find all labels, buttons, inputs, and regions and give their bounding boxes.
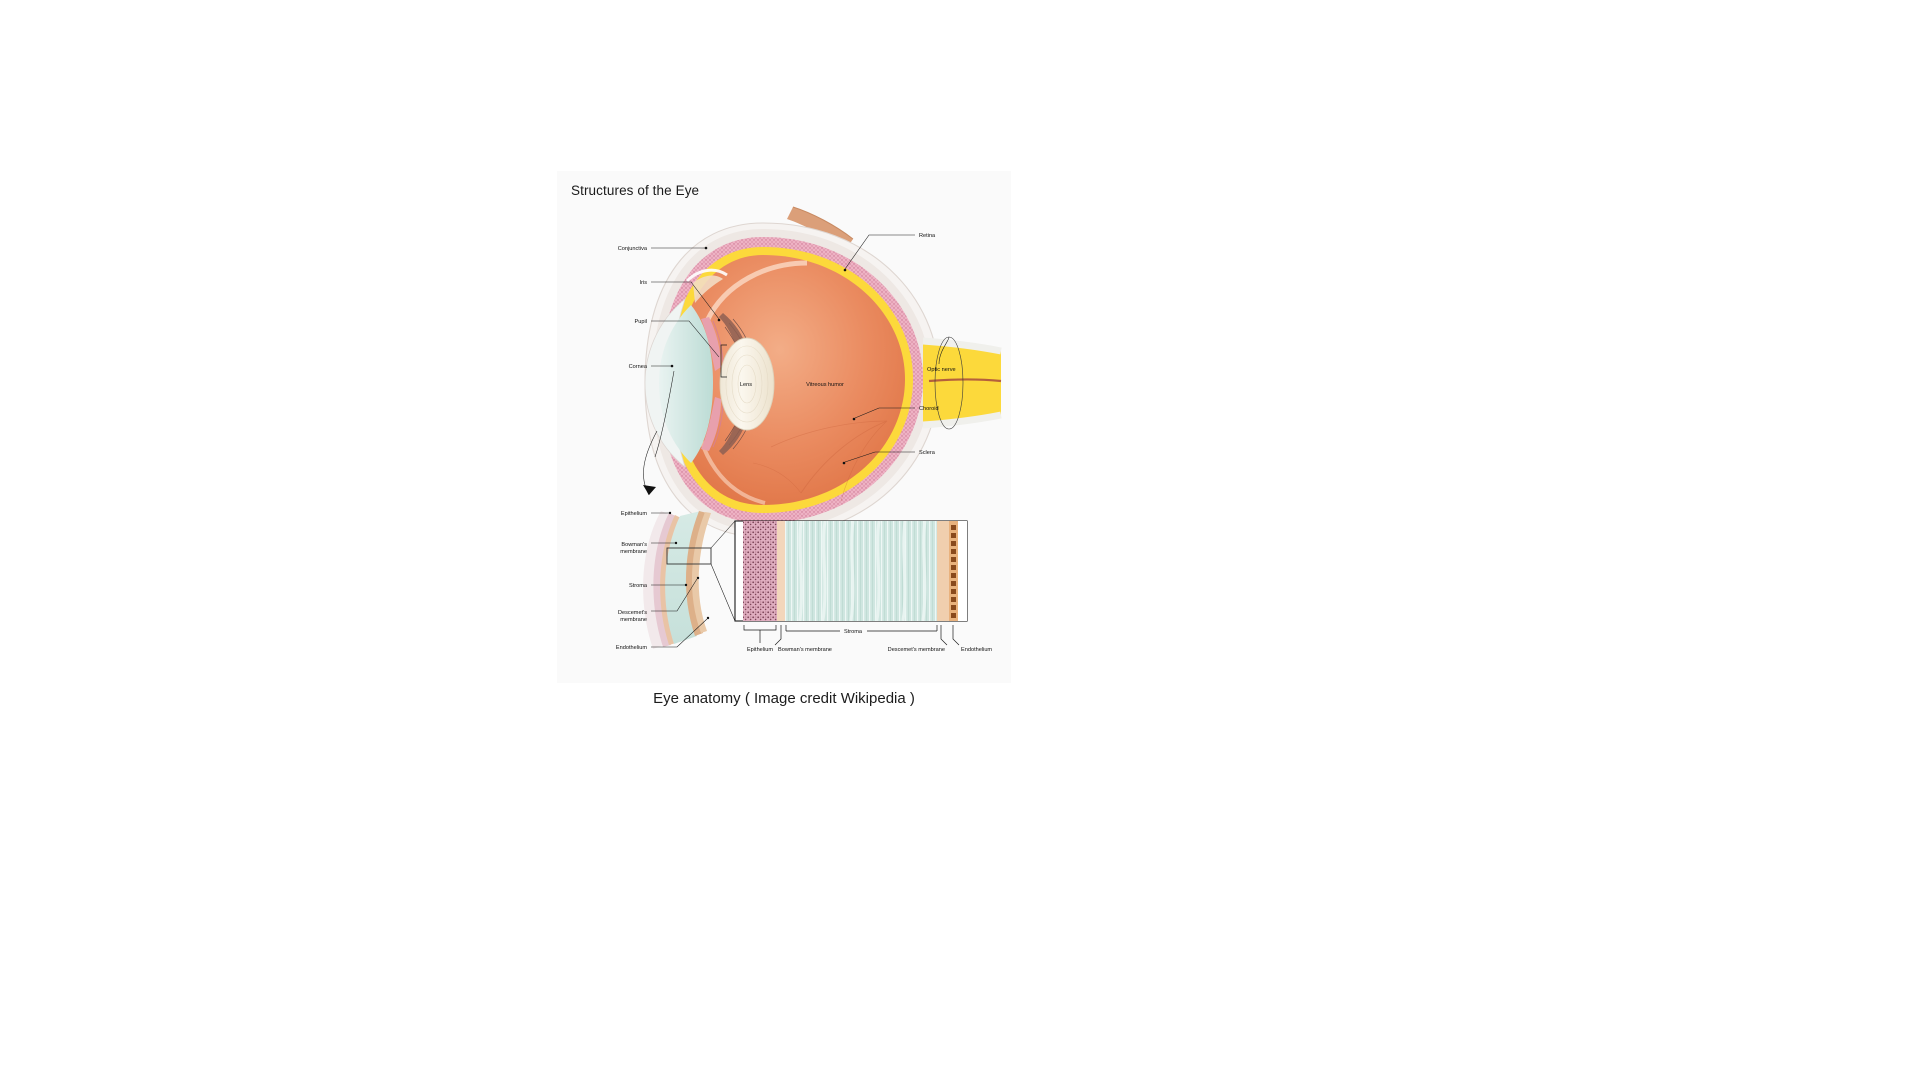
eye-globe-group: Conjunctiva Iris Pupil Cornea — [618, 206, 1002, 538]
svg-text:Stroma: Stroma — [844, 629, 863, 635]
optic-nerve-body — [923, 341, 1001, 425]
svg-text:Descemet's membrane: Descemet's membrane — [888, 647, 945, 653]
cornea-section-group: Stroma Epithelium Bowman's membrane Desc… — [616, 511, 992, 653]
mag-endothelium-leader — [952, 625, 960, 646]
mag-endothelium — [949, 521, 958, 621]
label-iris[interactable]: Iris — [640, 280, 721, 322]
anterior-chamber — [659, 305, 713, 463]
svg-text:Bowman's membrane: Bowman's membrane — [778, 647, 832, 653]
cornea-bowman-band — [660, 515, 681, 645]
cornea-descemet-band — [685, 511, 707, 636]
eye-anatomy-illustration: Conjunctiva Iris Pupil Cornea — [616, 206, 1002, 653]
label-epithelium[interactable]: Epithelium — [621, 511, 672, 517]
svg-text:Stroma: Stroma — [629, 583, 648, 589]
svg-text:membrane: membrane — [620, 617, 647, 623]
svg-text:Retina: Retina — [919, 233, 936, 239]
central-retinal-vessel — [928, 378, 1002, 383]
svg-text:Iris: Iris — [640, 280, 648, 286]
mag-stroma-span: Stroma — [785, 625, 938, 635]
vitreous-highlight — [704, 260, 808, 323]
label-endothelium[interactable]: Endothelium — [616, 616, 710, 651]
svg-text:Pupil: Pupil — [635, 319, 647, 325]
magnified-panel-content — [743, 521, 967, 621]
svg-text:Endothelium: Endothelium — [616, 645, 647, 651]
mag-bottom-labels: Epithelium Bowman's membrane Descemet's … — [747, 647, 992, 653]
zoom-arrow-head — [643, 485, 656, 495]
label-lens: Lens — [740, 382, 752, 388]
lens-rings — [725, 345, 769, 423]
mag-bowman-leader — [774, 625, 782, 646]
mag-stroma — [785, 521, 937, 621]
label-pupil[interactable]: Pupil — [635, 319, 727, 378]
conjunctiva-fold — [693, 275, 723, 303]
svg-text:Sclera: Sclera — [919, 450, 936, 456]
label-vitreous-humor: Vitreous humor — [806, 382, 844, 388]
svg-text:Choroid: Choroid — [919, 406, 939, 412]
label-sclera[interactable]: Sclera — [842, 450, 936, 465]
label-bowmans-membrane[interactable]: Bowman's membrane — [620, 541, 678, 555]
mag-epithelium — [743, 521, 777, 621]
label-retina[interactable]: Retina — [843, 233, 936, 272]
svg-text:Descemet's: Descemet's — [618, 610, 647, 616]
label-descemets-membrane[interactable]: Descemet's membrane — [618, 576, 700, 623]
iris-lower — [701, 397, 721, 451]
mag-epithelium-bracket — [743, 625, 777, 643]
svg-text:Cornea: Cornea — [629, 364, 648, 370]
figure-title: Structures of the Eye — [571, 183, 700, 198]
lens-body — [719, 337, 775, 431]
label-stroma[interactable]: Stroma — [629, 583, 688, 589]
svg-text:Optic nerve: Optic nerve — [927, 367, 956, 373]
cornea-epithelium-band — [653, 513, 676, 647]
mag-bowman — [777, 521, 785, 621]
svg-text:Endothelium: Endothelium — [961, 647, 992, 653]
label-conjunctiva[interactable]: Conjunctiva — [618, 246, 708, 252]
figure-caption: Eye anatomy ( Image credit Wikipedia ) — [653, 690, 915, 707]
mag-endothelium-cells — [951, 525, 956, 618]
svg-text:membrane: membrane — [620, 549, 647, 555]
label-choroid[interactable]: Choroid — [852, 406, 939, 421]
mag-descemet — [937, 521, 949, 621]
mag-descemet-leader — [940, 625, 948, 646]
label-optic-nerve[interactable]: Optic nerve — [927, 336, 956, 373]
svg-text:Conjunctiva: Conjunctiva — [618, 246, 648, 252]
svg-text:Bowman's: Bowman's — [621, 542, 647, 548]
iris-upper — [701, 317, 721, 371]
cornea-endothelium-band — [691, 512, 711, 633]
svg-text:Epithelium: Epithelium — [621, 511, 647, 517]
eye-anatomy-figure: Structures of the Eye — [557, 171, 1011, 683]
label-cornea[interactable]: Cornea — [629, 364, 674, 370]
svg-text:Epithelium: Epithelium — [747, 647, 773, 653]
magnify-source-box — [666, 547, 712, 565]
